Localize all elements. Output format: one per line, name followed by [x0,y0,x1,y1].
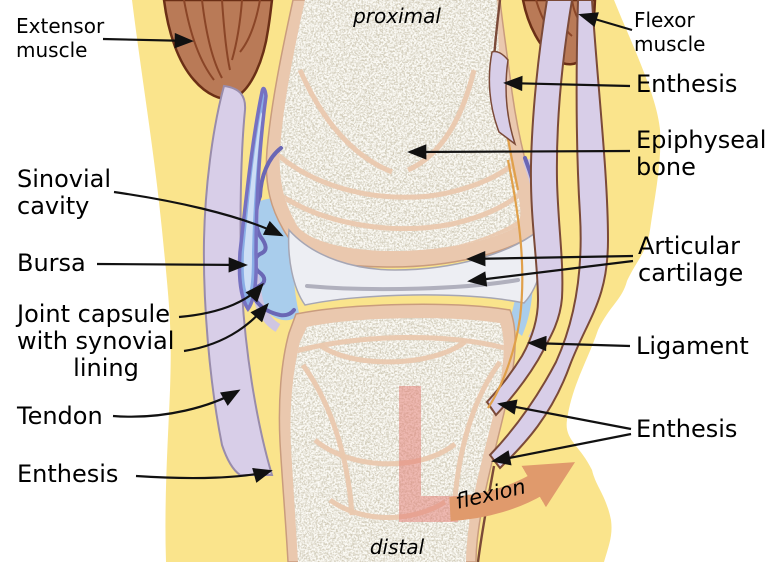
label-extensor-muscle: Extensor muscle [16,14,105,62]
label-bursa: Bursa [17,249,86,277]
label-articular-cartilage: Articular cartilage [638,232,744,287]
label-ligament: Ligament [636,332,749,360]
extensor-muscle-region [162,0,274,101]
label-joint-capsule-line2: with synovial [17,327,175,355]
label-enthesis-top: Enthesis [636,70,738,98]
label-sinovial-cavity: Sinovial cavity [17,165,112,220]
label-distal: distal [369,535,425,559]
label-joint-capsule: Joint capsule with synovial lining [17,301,195,382]
label-joint-capsule-line3: lining [73,354,139,382]
leader-enthesis-right-1 [497,399,632,431]
label-enthesis-left: Enthesis [17,460,119,488]
label-enthesis-right: Enthesis [636,415,738,443]
leader-joint-capsule-2 [183,302,269,353]
leader-tendon [112,389,241,418]
leader-epiphyseal-bone [407,144,631,160]
leader-sinovial-cavity [113,190,284,237]
leader-ligament [527,335,631,352]
label-proximal: proximal [353,4,441,28]
leader-enthesis-right-2 [491,432,632,466]
leader-enthesis-left [135,467,273,483]
flexion-arrow [399,386,576,522]
distal-bone [278,303,516,562]
label-epiphyseal-bone: Epiphyseal bone [636,126,767,181]
proximal-bone [265,0,542,268]
label-flexor-muscle: Flexor muscle [634,8,706,56]
leader-lines [96,12,634,483]
enthesis-attachment-top [488,50,517,147]
leader-articular-cartilage-2 [467,259,634,287]
label-tendon: Tendon [17,402,103,430]
leader-joint-capsule-1 [178,282,264,319]
label-joint-capsule-line1: Joint capsule [17,300,170,328]
leader-bursa [96,257,248,273]
leader-articular-cartilage-1 [466,251,634,267]
leader-flexor-muscle [578,12,633,32]
ligament-region [476,0,610,562]
leader-extensor-muscle [102,32,194,49]
leader-enthesis-top [503,75,631,92]
